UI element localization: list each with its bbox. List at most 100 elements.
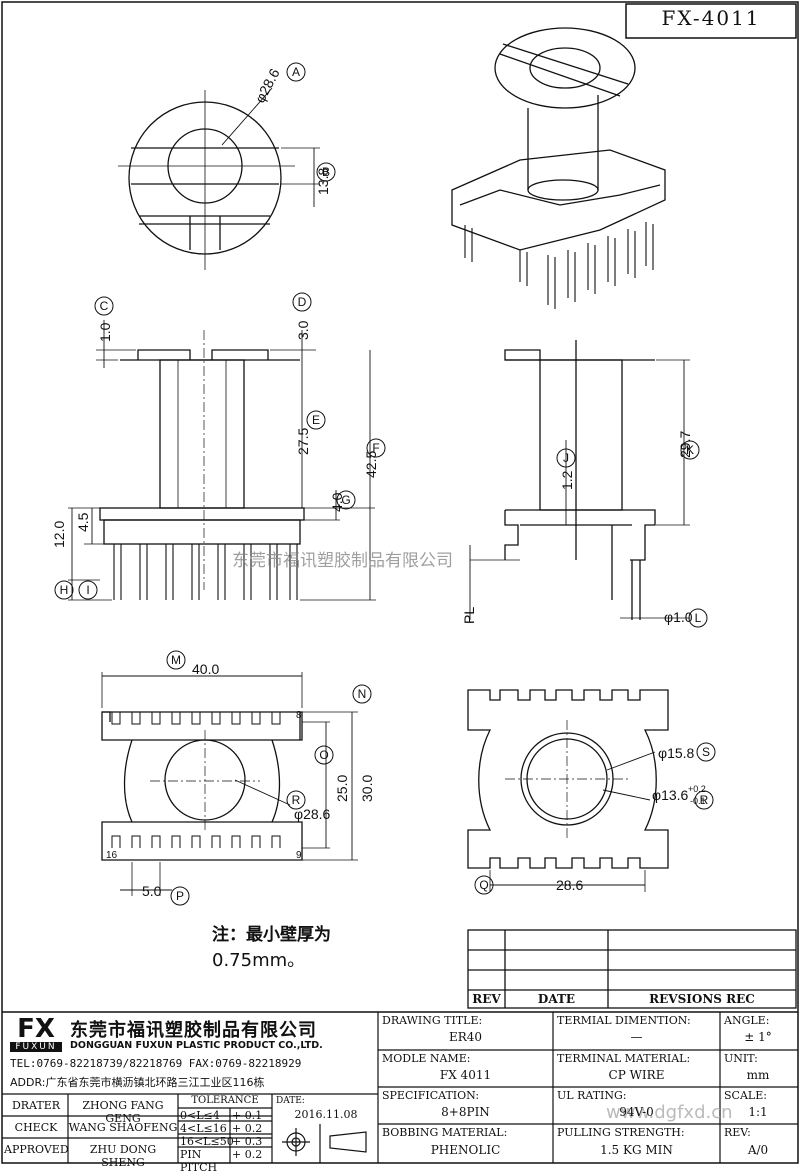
marker-g: G <box>341 493 350 507</box>
unit-label: UNIT: <box>724 1052 758 1065</box>
marker-circle-l <box>688 608 708 628</box>
scale-value: 1:1 <box>748 1105 768 1119</box>
dim-d: 3.0 <box>295 320 311 340</box>
company-name-en: DONGGUAN FUXUN PLASTIC PRODUCT CO.,LTD. <box>70 1040 323 1051</box>
dim-b: 13.8 <box>315 168 331 195</box>
dim-e: 27.5 <box>295 428 311 455</box>
marker-circle-n <box>352 684 372 704</box>
dim-j: 1.2 <box>559 470 575 490</box>
marker-e: E <box>312 413 320 427</box>
date-label: DATE: <box>276 1096 305 1106</box>
dim-pl: PL <box>461 607 477 624</box>
marker-circle-f <box>366 438 386 458</box>
drawing-title-label: DRAWING TITLE: <box>382 1014 483 1027</box>
pin-label-8: 8 <box>296 710 302 721</box>
marker-m: M <box>171 653 181 667</box>
logo-text: FX <box>17 1014 55 1044</box>
marker-n: N <box>358 687 367 701</box>
role-drater: DRATER <box>11 1099 61 1112</box>
dim-286c: 28.6 <box>556 877 583 893</box>
terminal-material-label: TERMINAL MATERIAL: <box>557 1052 691 1065</box>
marker-circle-q <box>474 875 494 895</box>
rev-header: REV <box>472 992 501 1006</box>
tol-range-1: 0<L≤4 <box>180 1109 220 1122</box>
marker-s: S <box>702 745 710 759</box>
company-logo: FX FUXUN <box>10 1016 62 1052</box>
tol-range-3: 16<L≤50 <box>180 1135 234 1148</box>
marker-r: R <box>700 793 709 807</box>
marker-h: H <box>60 583 69 597</box>
marker-circle-o <box>314 745 334 765</box>
tol-range-4: PIN PITCH <box>180 1148 218 1174</box>
marker-k: K <box>686 443 694 457</box>
dim-r-tol-up: +0.2 <box>688 784 706 794</box>
side-view <box>469 340 690 620</box>
tol-val-2: + 0.2 <box>232 1122 263 1135</box>
date-value: 2016.11.08 <box>294 1108 358 1121</box>
marker-o: O <box>319 748 328 762</box>
watermark-company: 东莞市福讯塑胶制品有限公司 <box>232 551 453 571</box>
company-addr: ADDR:广东省东莞市横沥镇北环路三江工业区116栋 <box>10 1076 265 1089</box>
marker-circle-p <box>170 886 190 906</box>
marker-circle-a <box>286 62 306 82</box>
name-drater: ZHONG FANG GENG <box>82 1099 164 1125</box>
angle-label: ANGLE: <box>724 1014 770 1027</box>
marker-circle-i <box>78 580 98 600</box>
role-check: CHECK <box>14 1121 58 1134</box>
dim-30: 30.0 <box>359 775 375 802</box>
marker-i: I <box>86 583 89 597</box>
terminal-material-value: CP WIRE <box>608 1068 665 1082</box>
tol-range-2: 4<L≤16 <box>180 1122 227 1135</box>
watermark-url: www.dgfxd.cn <box>606 1102 733 1123</box>
scale-label: SCALE: <box>724 1089 767 1102</box>
pulling-strength-value: 1.5 KG MIN <box>600 1143 673 1157</box>
unit-value: mm <box>746 1068 770 1082</box>
dim-l: φ1.0 <box>664 609 693 625</box>
marker-r: R <box>292 793 301 807</box>
specification-value: 8+8PIN <box>441 1105 490 1119</box>
marker-f: F <box>372 441 379 455</box>
date-header: DATE <box>537 992 576 1006</box>
marker-d: D <box>298 295 307 309</box>
dim-12: 12.0 <box>51 521 67 548</box>
ul-rating-value: 94V-0 <box>619 1105 654 1119</box>
terminal-dimention-value: — <box>630 1030 643 1044</box>
marker-b: B <box>322 165 330 179</box>
rev-label: REV: <box>724 1126 751 1139</box>
marker-j: J <box>563 451 569 465</box>
bobbing-material-value: PHENOLIC <box>430 1143 501 1157</box>
pulling-strength-label: PULLING STRENGTH: <box>557 1126 685 1139</box>
tol-val-1: + 0.1 <box>232 1109 263 1122</box>
marker-q: Q <box>479 878 488 892</box>
company-tel: TEL:0769-82218739/82218769 FAX:0769-8221… <box>10 1057 302 1070</box>
front-view <box>68 320 376 601</box>
marker-circle-r <box>286 790 306 810</box>
marker-circle-k <box>680 440 700 460</box>
name-check: WANG SHAOFENG <box>68 1121 178 1134</box>
dim-r-tol-dn: -0.1 <box>690 796 706 806</box>
revisions-header: REVSIONS REC <box>649 992 755 1006</box>
drawing-number: FX-4011 <box>661 6 761 30</box>
pin-label-9: 9 <box>296 850 302 861</box>
model-name-label: MODLE NAME: <box>382 1052 471 1065</box>
company-name-cn: 东莞市福讯塑胶制品有限公司 <box>70 1020 317 1041</box>
marker-circle-h <box>54 580 74 600</box>
specification-label: SPECIFICATION: <box>382 1089 480 1102</box>
dim-50: 5.0 <box>142 883 162 899</box>
dim-a: φ28.6 <box>252 66 283 106</box>
note-line2: 0.75mm。 <box>212 950 306 971</box>
marker-circle-g <box>336 490 356 510</box>
dim-m: 40.0 <box>192 661 219 677</box>
marker-a: A <box>292 65 300 79</box>
angle-value: ± 1° <box>744 1030 772 1044</box>
marker-circle-j <box>556 448 576 468</box>
ul-rating-label: UL RATING: <box>557 1089 627 1102</box>
model-name-value: FX 4011 <box>439 1068 492 1082</box>
marker-circle-d <box>292 292 312 312</box>
role-approved: APPROVED <box>4 1143 69 1156</box>
logo-sub: FUXUN <box>10 1042 62 1052</box>
dim-r: φ13.6 <box>652 787 689 803</box>
isometric-view <box>451 27 666 309</box>
dim-25: 25.0 <box>334 775 350 802</box>
name-approved: ZHU DONG SHENG <box>89 1143 157 1169</box>
